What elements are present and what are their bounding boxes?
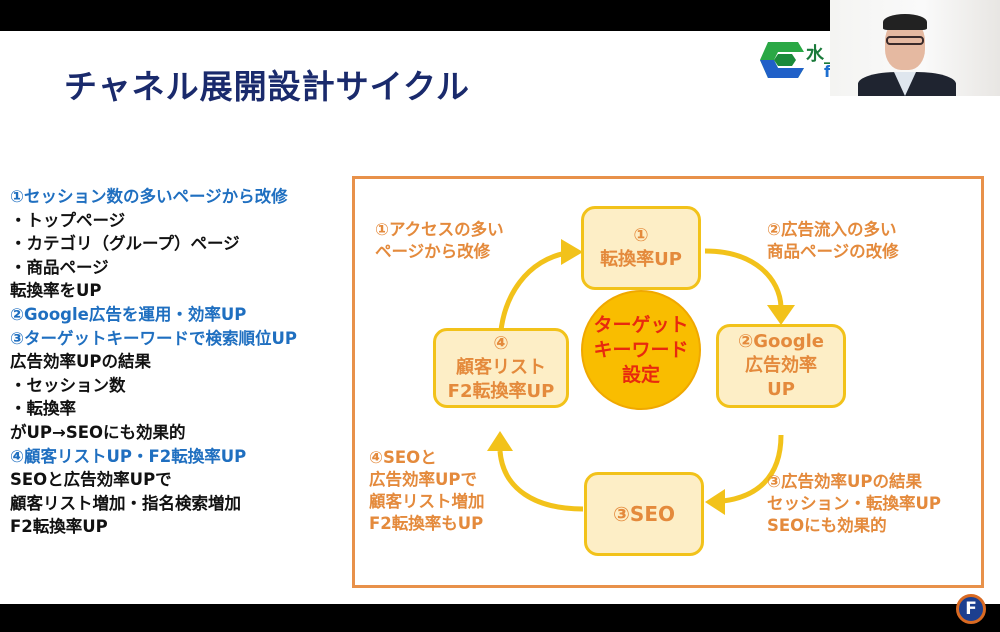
list-line: 広告効率UPの結果 — [10, 352, 151, 372]
note-4-line-3: 顧客リスト増加 — [369, 492, 485, 511]
step-2-label-1: ②Google — [737, 331, 824, 352]
note-3-line-1: ③広告効率UPの結果 — [767, 472, 922, 491]
list-line: 顧客リスト増加・指名検索増加 — [10, 493, 241, 513]
step-3-box: ③SEO — [584, 472, 704, 556]
list-line: F2転換率UP — [10, 517, 108, 537]
step-1-box: ① 転換率UP — [581, 206, 701, 290]
f-badge-icon: F — [956, 594, 986, 624]
step-2-label-3: UP — [767, 379, 795, 400]
center-label-1: ターゲット — [593, 313, 689, 336]
list-line: がUP→SEOにも効果的 — [10, 422, 186, 442]
list-line: 転換率をUP — [10, 281, 102, 301]
step-3-label: ③SEO — [612, 502, 675, 526]
list-line: ②Google広告を運用・効率UP — [10, 304, 247, 324]
center-label-3: 設定 — [621, 363, 660, 386]
arrowhead-4 — [487, 431, 513, 451]
step-2-label-2: 広告効率 — [745, 355, 817, 376]
center-label-2: キーワード — [593, 338, 689, 361]
step-1-number: ① — [633, 225, 649, 246]
arrow-3-to-4 — [497, 450, 584, 512]
list-line: ・カテゴリ（グループ）ページ — [10, 234, 240, 254]
note-3: ③広告効率UPの結果 セッション・転換率UP SEOにも効果的 — [767, 471, 941, 537]
note-1-line-2: ページから改修 — [375, 242, 491, 261]
target-keyword-circle: ターゲット キーワード 設定 — [581, 290, 701, 410]
list-line: ④顧客リストUP・F2転換率UP — [10, 446, 247, 466]
note-1-line-1: ①アクセスの多い — [375, 220, 504, 239]
step-2-box: ②Google 広告効率 UP — [716, 324, 846, 408]
logo-text: 水_ — [806, 44, 833, 65]
list-line: ・転換率 — [10, 399, 76, 419]
presenter-glasses — [886, 36, 924, 45]
list-line: SEOと広告効率UPで — [10, 470, 172, 490]
note-3-line-3: SEOにも効果的 — [767, 516, 887, 535]
step-4-label-1: 顧客リスト — [456, 357, 546, 378]
list-line: ③ターゲットキーワードで検索順位UP — [10, 328, 297, 348]
note-4: ④SEOと 広告効率UPで 顧客リスト増加 F2転換率もUP — [369, 447, 485, 535]
presenter-hair — [883, 14, 927, 30]
note-4-line-4: F2転換率もUP — [369, 514, 484, 533]
step-4-label-2: F2転換率UP — [447, 381, 555, 402]
arrowhead-2 — [767, 305, 795, 325]
arrowhead-3 — [705, 489, 725, 515]
list-line: ①セッション数の多いページから改修 — [10, 187, 288, 206]
company-logo-icon — [760, 42, 804, 78]
bottom-black-bar — [0, 604, 1000, 632]
logo-subtext: f — [824, 62, 831, 81]
arrowhead-1 — [561, 239, 583, 265]
cycle-diagram: ① 転換率UP ②Google 広告効率 UP ③SEO ④ 顧客リスト F2転… — [352, 176, 984, 588]
note-3-line-2: セッション・転換率UP — [767, 494, 941, 513]
step-4-box: ④ 顧客リスト F2転換率UP — [433, 328, 569, 408]
note-2-line-2: 商品ページの改修 — [767, 242, 899, 261]
arrow-2-to-3 — [722, 434, 784, 504]
arrow-1-to-2 — [704, 248, 784, 308]
note-2-line-1: ②広告流入の多い — [767, 220, 897, 239]
list-line: ・トップページ — [10, 210, 126, 230]
note-4-line-2: 広告効率UPで — [369, 470, 477, 489]
step-4-number: ④ — [493, 333, 509, 354]
left-bullet-list: ①セッション数の多いページから改修 ・トップページ ・カテゴリ（グループ）ページ… — [10, 185, 297, 539]
presenter-webcam-video — [830, 0, 1000, 96]
list-line: ・商品ページ — [10, 257, 109, 277]
note-1: ①アクセスの多い ページから改修 — [375, 219, 504, 263]
note-2: ②広告流入の多い 商品ページの改修 — [767, 219, 899, 263]
slide-title: チャネル展開設計サイクル — [64, 67, 471, 106]
note-4-line-1: ④SEOと — [369, 448, 437, 467]
list-line: ・セッション数 — [10, 375, 126, 395]
step-1-label: 転換率UP — [600, 249, 682, 270]
